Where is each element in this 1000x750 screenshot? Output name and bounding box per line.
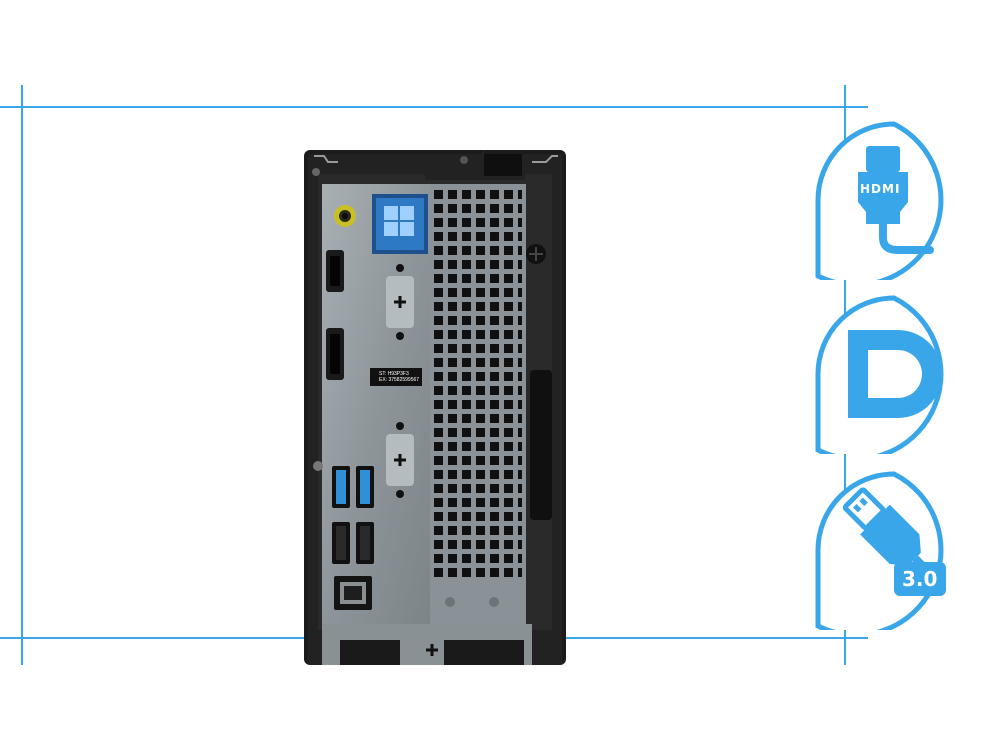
usb3-badge-text: 3.0 [902,567,938,591]
frame-line-top [0,106,868,108]
frame-line-left [21,85,23,665]
pc-tower-rear [304,150,566,665]
hdmi-badge: HDMI [814,120,974,280]
service-tag-line2: EX: 37582599567 [379,377,420,383]
service-tag-label: ST: H93P3F3 EX: 37582599567 [371,369,421,385]
hdmi-badge-text: HDMI [860,182,901,196]
hdmi-icon [815,121,944,280]
service-tag-line1: ST: H93P3F3 [379,371,409,377]
displayport-icon [815,295,944,454]
usb3-badge: 3.0 [814,470,974,630]
displayport-badge [814,294,974,454]
usb-icon [815,471,947,630]
